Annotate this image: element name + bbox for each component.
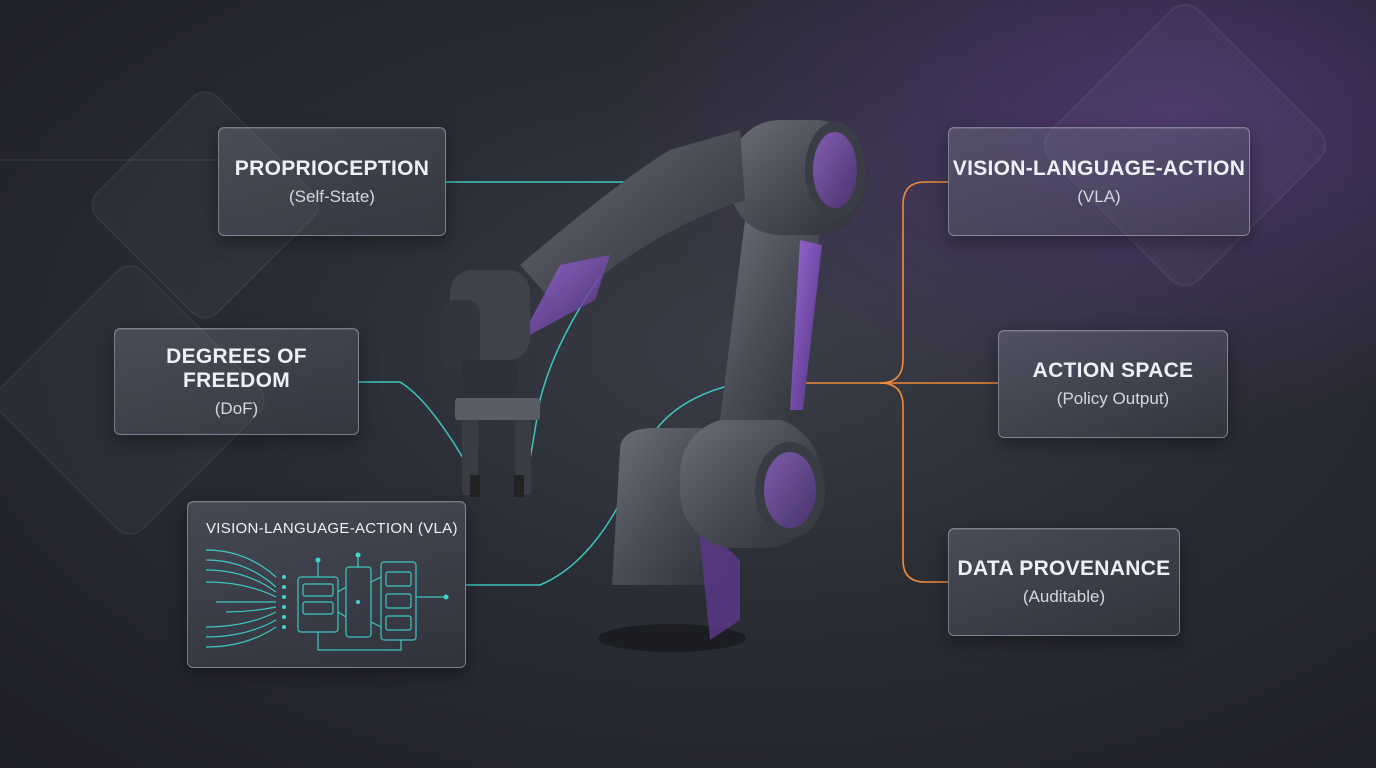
dof-title: DEGREES OF FREEDOM xyxy=(166,344,307,392)
vla-diagram-card: VISION-LANGUAGE-ACTION (VLA) xyxy=(187,501,466,668)
dof-card: DEGREES OF FREEDOM (DoF) xyxy=(114,328,359,435)
vla-subtitle: (VLA) xyxy=(1077,186,1121,206)
background-shapes xyxy=(0,0,1333,541)
proprioception-subtitle: (Self-State) xyxy=(289,186,375,206)
vla-diagram-title: VISION-LANGUAGE-ACTION (VLA) xyxy=(206,520,458,537)
action-space-subtitle: (Policy Output) xyxy=(1056,389,1170,408)
data-provenance-card: DATA PROVENANCE (Auditable) xyxy=(948,528,1180,636)
orange-connectors xyxy=(795,181,998,583)
action-space-card: ACTION SPACE (Policy Output) xyxy=(998,330,1228,438)
robot-arm xyxy=(440,120,865,652)
dof-subtitle: (DoF) xyxy=(214,398,259,418)
data-provenance-title: DATA PROVENANCE xyxy=(957,557,1171,580)
proprioception-card: PROPRIOCEPTION (Self-State) xyxy=(218,127,446,236)
proprioception-title: PROPRIOCEPTION xyxy=(234,156,430,180)
action-space-title: ACTION SPACE xyxy=(1032,359,1194,382)
neural-network-diagram xyxy=(206,549,449,651)
vla-card: VISION-LANGUAGE-ACTION (VLA) xyxy=(948,127,1250,236)
data-provenance-subtitle: (Auditable) xyxy=(1022,587,1106,606)
vla-title: VISION-LANGUAGE-ACTION xyxy=(952,156,1246,180)
